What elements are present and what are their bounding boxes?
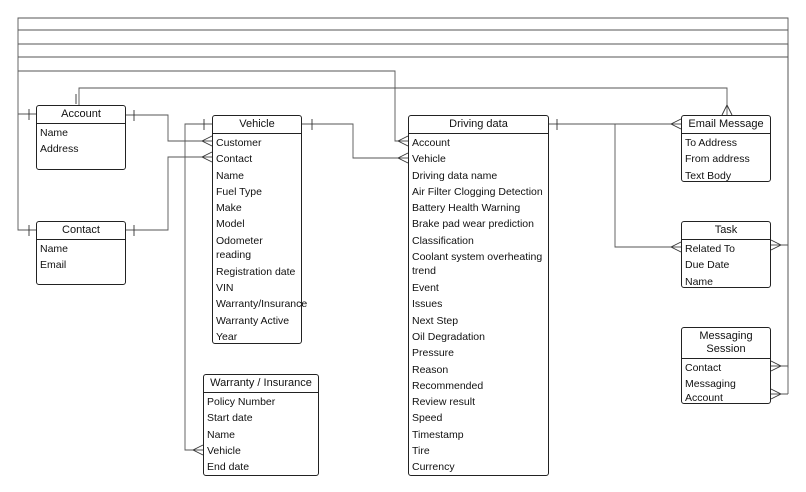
bus-line-5 — [18, 70, 408, 142]
field: Oil Degradation — [412, 330, 485, 343]
contact-vehicle-line — [126, 156, 212, 231]
field: Event — [412, 282, 439, 295]
field: Due Date — [685, 259, 730, 272]
field: Odometer reading — [216, 234, 263, 261]
field: Pressure — [412, 347, 455, 360]
crowfoot — [201, 135, 213, 147]
crowfoot — [721, 104, 733, 116]
field: Tire — [412, 445, 430, 458]
field: Customer — [216, 137, 262, 149]
field: Make — [216, 202, 242, 215]
entity-title: Warranty / Insurance — [204, 375, 318, 393]
field: Recommended — [412, 379, 484, 392]
field: End date — [207, 461, 250, 474]
field: Timestamp — [412, 428, 464, 441]
driving-task-line — [549, 123, 681, 248]
entity-driving-data[interactable]: Driving data Account Vehicle Driving dat… — [408, 115, 549, 476]
field: Battery Health Warning — [412, 202, 521, 215]
field: Start date — [207, 412, 253, 425]
entity-messaging-session[interactable]: Messaging Session Contact Messaging Acco… — [681, 327, 771, 404]
field: Classification — [412, 234, 474, 247]
entity-contact[interactable]: Contact Name Email — [36, 221, 126, 285]
crowfoot — [770, 360, 782, 372]
field: Brake pad wear prediction — [412, 218, 534, 231]
field: Messaging Account — [685, 378, 736, 405]
account-vehicle-line — [126, 114, 212, 142]
field: Issues — [412, 298, 443, 311]
account-email-line — [78, 87, 728, 115]
entity-title: Task — [682, 222, 770, 240]
field: Email — [40, 259, 67, 272]
field: Year — [216, 330, 238, 343]
bus-line-4 — [18, 56, 789, 394]
field: Speed — [412, 412, 443, 425]
field: Name — [40, 127, 69, 139]
field: Name — [207, 428, 236, 441]
entity-title: Driving data — [409, 116, 548, 134]
field: Address — [40, 143, 79, 156]
entity-task[interactable]: Task Related To Due Date Name — [681, 221, 771, 288]
crowfoot — [770, 388, 782, 400]
field: Text Body — [685, 169, 732, 182]
field: Reason — [412, 363, 449, 376]
field: Name — [216, 169, 245, 182]
entity-title: Messaging Session — [682, 328, 770, 359]
entity-email-message[interactable]: Email Message To Address From address Te… — [681, 115, 771, 182]
crowfoot — [192, 444, 204, 456]
field: Vehicle — [207, 444, 241, 457]
entity-title: Email Message — [682, 116, 770, 134]
bus-line-1 — [17, 17, 789, 245]
field: Account — [412, 137, 450, 149]
field: From address — [685, 153, 750, 166]
field: Next Step — [412, 314, 459, 327]
vehicle-driving-line — [302, 123, 408, 159]
field: Contact — [216, 153, 253, 166]
field: Driving data name — [412, 169, 498, 182]
crowfoot — [670, 118, 682, 130]
field: Coolant system overheating trend — [412, 251, 543, 278]
field: Fuel Type — [216, 185, 262, 198]
field: Review result — [412, 396, 476, 409]
bus-line-3 — [18, 43, 789, 368]
field: Name — [40, 243, 69, 255]
field: Warranty/Insurance — [216, 298, 308, 311]
entity-vehicle[interactable]: Vehicle Customer Contact Name Fuel Type … — [212, 115, 308, 344]
field: Registration date — [216, 265, 296, 278]
field: Name — [685, 275, 714, 288]
field: Policy Number — [207, 396, 276, 408]
entity-title: Account — [37, 106, 125, 124]
entity-warranty-insurance[interactable]: Warranty / Insurance Policy Number Start… — [203, 374, 319, 476]
field: Vehicle — [412, 153, 446, 166]
bus-line-6 — [17, 114, 36, 231]
crowfoot — [397, 135, 409, 147]
field: Related To — [685, 243, 736, 255]
crowfoot — [770, 239, 782, 251]
crowfoot — [670, 241, 682, 253]
field: Air Filter Clogging Detection — [412, 185, 543, 198]
field: Model — [216, 218, 245, 231]
field: Contact — [685, 362, 722, 374]
field: Currency — [412, 461, 455, 474]
entity-title: Contact — [37, 222, 125, 240]
field: VIN — [216, 282, 234, 295]
crowfoot — [397, 152, 409, 164]
entity-title: Vehicle — [213, 116, 301, 134]
crowfoot — [201, 151, 213, 163]
field: Warranty Active — [216, 314, 290, 327]
entity-account[interactable]: Account Name Address — [36, 105, 126, 170]
field: To Address — [685, 137, 737, 149]
